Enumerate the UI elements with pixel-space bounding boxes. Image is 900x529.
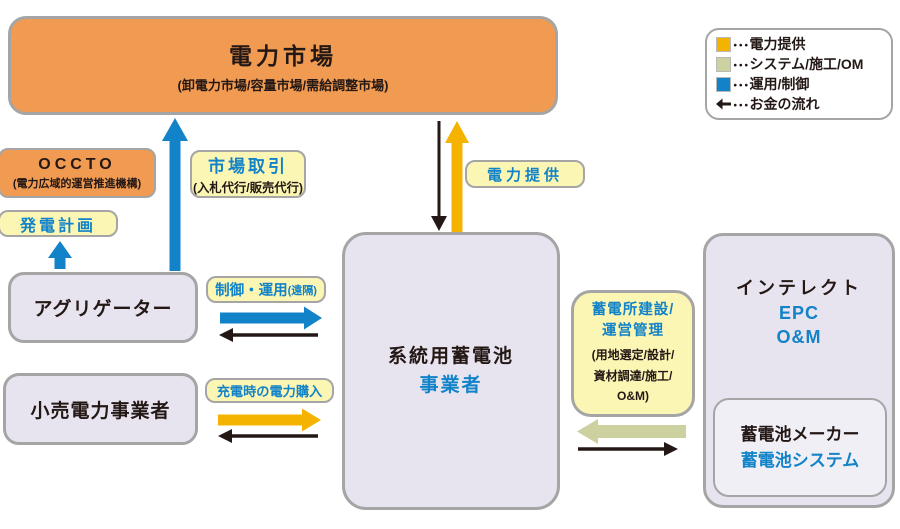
occto-title: OCCTO	[38, 155, 116, 173]
blue-square-icon	[716, 76, 731, 92]
legend-dots: ･･･	[732, 97, 749, 113]
construction-line2: 運営管理	[602, 323, 664, 340]
battery-maker-box: 蓄電池メーカー 蓄電池システム	[713, 398, 887, 497]
legend-label: 運用/制御	[749, 76, 810, 92]
legend-item-power: ･･･電力提供	[716, 34, 887, 54]
system-left-arrow-icon	[577, 419, 686, 444]
power-supply-label: 電力提供	[465, 160, 585, 188]
power-market-box: 電力市場 (卸電力市場/容量市場/需給調整市場)	[8, 16, 558, 115]
money-left-arrow-aggregator-icon	[219, 328, 318, 342]
legend-item-money: ･･･お金の流れ	[716, 94, 887, 114]
intellect-title: インテレクト	[736, 278, 862, 298]
control-operation-main: 制御・運用	[215, 283, 288, 299]
legend-label: システム/施工/OM	[749, 56, 864, 72]
battery-operator-line1: 系統用蓄電池	[387, 345, 514, 367]
aggregator-label: アグリゲーター	[33, 299, 173, 320]
generation-plan-label: 発電計画	[0, 210, 118, 237]
battery-operator-box: 系統用蓄電池 事業者	[342, 232, 560, 510]
retailer-box: 小売電力事業者	[3, 373, 198, 445]
beige-square-icon	[716, 56, 731, 72]
market-trade-up-arrow-icon	[162, 118, 188, 271]
market-trade-label: 市場取引 (入札代行/販売代行)	[190, 150, 306, 198]
market-trade-subtitle: (入札代行/販売代行)	[193, 181, 303, 195]
legend-item-system: ･･･システム/施工/OM	[716, 54, 887, 74]
construction-line1: 蓄電所建設/	[591, 302, 675, 319]
construction-sub: (用地選定/設計/ 資材調達/施工/ O&M)	[592, 345, 675, 406]
intellect-om: O&M	[776, 327, 822, 348]
battery-maker-line1: 蓄電池メーカー	[740, 425, 860, 444]
legend-dots: ･･･	[732, 37, 749, 53]
money-left-arrow-retailer-icon	[218, 429, 318, 443]
charging-right-arrow-icon	[218, 408, 321, 432]
power-market-title: 電力市場	[229, 43, 337, 69]
battery-operator-line2: 事業者	[419, 375, 483, 396]
occto-box: OCCTO (電力広域的運営推進機構)	[0, 148, 156, 198]
money-down-arrow-icon	[431, 121, 447, 231]
control-right-arrow-icon	[220, 306, 322, 330]
legend-dots: ･･･	[732, 57, 749, 73]
intellect-epc: EPC	[778, 303, 819, 324]
gold-square-icon	[716, 36, 731, 52]
legend-item-operation: ･･･運用/制御	[716, 74, 887, 94]
control-operation-suffix: (遠隔)	[287, 284, 317, 297]
legend-dots: ･･･	[732, 77, 749, 93]
occto-subtitle: (電力広域的運営推進機構)	[12, 177, 142, 190]
aggregator-box: アグリゲーター	[8, 272, 198, 343]
market-trade-title: 市場取引	[208, 157, 288, 176]
generation-plan-up-arrow-icon	[48, 241, 72, 269]
battery-maker-line2: 蓄電池システム	[740, 450, 860, 470]
power-market-subtitle: (卸電力市場/容量市場/需給調整市場)	[177, 78, 389, 93]
charging-purchase-label: 充電時の電力購入	[205, 378, 334, 403]
construction-management-label: 蓄電所建設/ 運営管理 (用地選定/設計/ 資材調達/施工/ O&M)	[571, 290, 695, 417]
retailer-label: 小売電力事業者	[30, 400, 171, 422]
control-operation-label: 制御・運用(遠隔)	[206, 276, 326, 303]
left-arrow-icon	[716, 98, 731, 110]
construction-sub1: (用地選定/設計/	[591, 348, 675, 363]
construction-sub2: 資材調達/施工/	[593, 368, 673, 383]
legend-label: お金の流れ	[749, 96, 820, 112]
construction-sub3: O&M)	[616, 389, 649, 404]
money-right-arrow-intellect-icon	[578, 442, 678, 456]
legend-label: 電力提供	[749, 36, 806, 52]
legend: ･･･電力提供 ･･･システム/施工/OM ･･･運用/制御 ･･･お金の流れ	[705, 28, 893, 120]
